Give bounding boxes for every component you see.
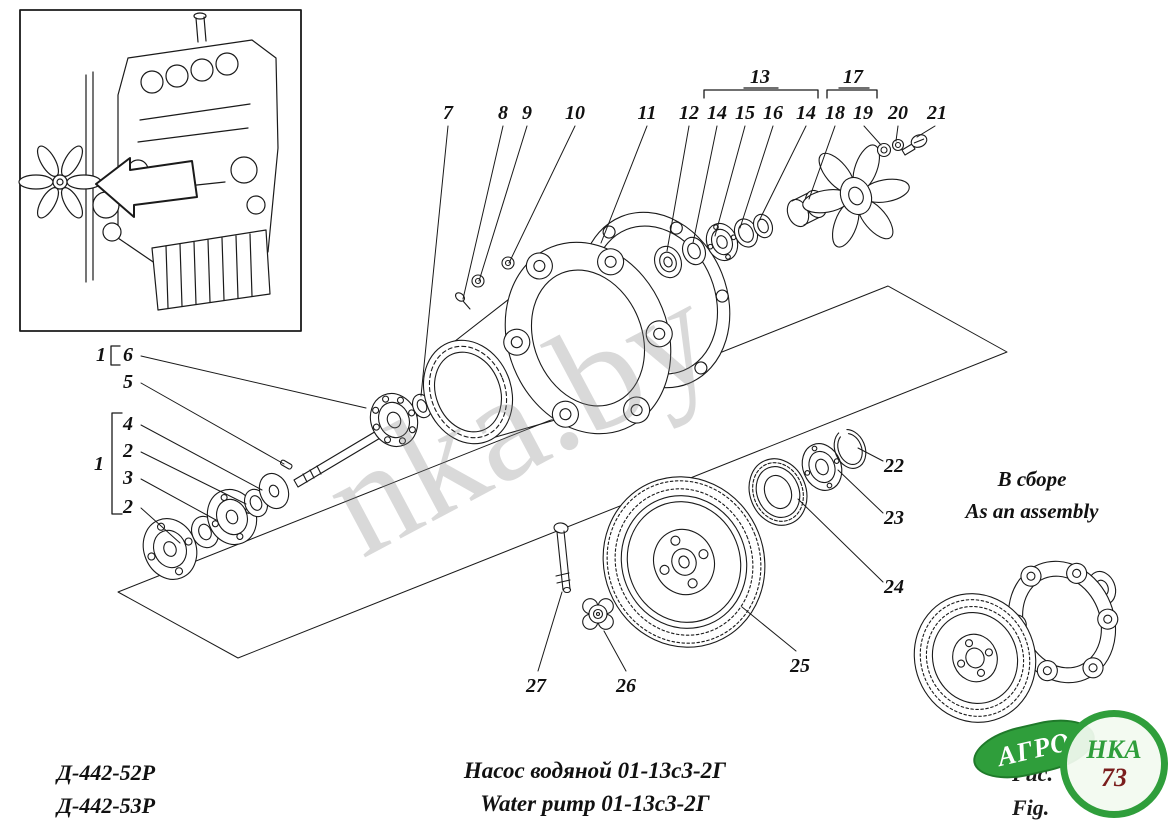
part-number-19: 19 — [853, 102, 873, 124]
washer — [681, 236, 707, 266]
part-number-23: 23 — [884, 507, 904, 529]
part-number-22: 22 — [884, 455, 904, 477]
assembled-pulley — [913, 593, 1037, 723]
part-number-2-b: 2 — [123, 496, 133, 518]
seal-group — [748, 428, 867, 526]
part-number-21: 21 — [927, 102, 947, 124]
part-number-27: 27 — [526, 675, 546, 697]
figure-title: Насос водяной 01-13с3-2Г Water pump 01-1… — [464, 754, 726, 821]
part-number-1-b: 1 — [94, 453, 104, 475]
washer-2 — [752, 213, 774, 239]
housing-bore — [422, 339, 514, 445]
part-number-20: 20 — [888, 102, 908, 124]
shaft-key — [279, 459, 293, 470]
part-number-18: 18 — [825, 102, 845, 124]
engine-fan — [18, 145, 102, 219]
snap-ring — [833, 428, 867, 469]
part-number-1-a: 1 — [96, 344, 106, 366]
nut — [653, 245, 683, 279]
impeller — [582, 598, 614, 630]
figure-title-en: Water pump 01-13с3-2Г — [480, 791, 710, 817]
part-number-4: 4 — [123, 413, 133, 435]
agro-nka-logo: АГРО НКА 73 — [958, 694, 1173, 824]
pulley — [602, 476, 766, 648]
model-codes: Д-442-52Р Д-442-53Р — [57, 756, 155, 822]
part-number-24: 24 — [884, 576, 904, 598]
bearing — [801, 443, 843, 491]
plain-washer — [891, 138, 905, 152]
part-number-25: 25 — [790, 655, 810, 677]
part-number-2-a: 2 — [123, 440, 133, 462]
shaft-assembly — [142, 384, 448, 580]
part-group-17: 17 — [843, 66, 863, 88]
housing-stud — [471, 274, 485, 288]
location-arrow — [95, 157, 198, 218]
leader-lines — [140, 125, 936, 672]
assembly-note-en: As an assembly — [965, 498, 1099, 523]
housing-flange — [503, 241, 673, 435]
part-number-11: 11 — [637, 102, 657, 124]
part-number-14-b: 14 — [796, 102, 816, 124]
figure-label-en: Fig. — [1012, 795, 1050, 821]
part-number-15: 15 — [735, 102, 755, 124]
part-number-9: 9 — [522, 102, 532, 124]
housing-stud — [501, 256, 515, 270]
fan-bearing — [705, 222, 739, 262]
model-code-1: Д-442-52Р — [57, 760, 156, 785]
drain-bolt — [455, 292, 471, 310]
part-number-14-a: 14 — [707, 102, 727, 124]
part-number-16: 16 — [763, 102, 783, 124]
part-number-26: 26 — [616, 675, 636, 697]
part-number-10: 10 — [565, 102, 585, 124]
fan-hub — [802, 134, 928, 248]
seal — [748, 458, 808, 526]
callout-brackets — [110, 87, 878, 515]
assembled-pump — [913, 560, 1119, 723]
assembly-note: В сборе As an assembly — [965, 464, 1098, 527]
figure-number: 73 — [1101, 763, 1127, 792]
part-number-5: 5 — [123, 371, 133, 393]
assembly-note-ru: В сборе — [997, 467, 1067, 491]
part-number-3: 3 — [123, 467, 133, 489]
lock-washer — [876, 142, 892, 158]
shaft-bearing — [369, 392, 419, 448]
part-number-8: 8 — [498, 102, 508, 124]
logo-circle: НКА 73 — [1060, 710, 1168, 818]
logo-text-nka: НКА — [1086, 735, 1142, 764]
thrust-washer — [258, 472, 290, 510]
hub-bolt — [901, 134, 928, 156]
part-group-13: 13 — [750, 66, 770, 88]
hub-flange — [142, 518, 198, 580]
model-code-2: Д-442-53Р — [57, 793, 156, 818]
impeller-group — [553, 522, 614, 630]
engine-inset — [18, 9, 302, 332]
shaft-hardware — [653, 189, 828, 279]
figure-title-ru: Насос водяной 01-13с3-2Г — [463, 758, 727, 783]
part-number-6: 6 — [123, 344, 133, 366]
part-number-7: 7 — [443, 102, 453, 124]
pump-housing — [422, 211, 731, 445]
part-number-12: 12 — [679, 102, 699, 124]
impeller-bolt — [553, 522, 572, 594]
